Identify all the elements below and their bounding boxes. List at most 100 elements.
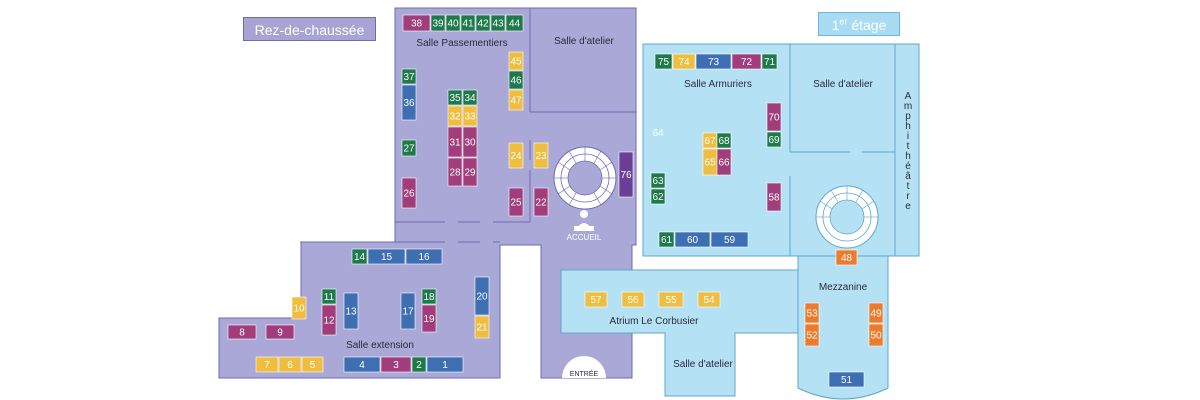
stand-63[interactable]: 63 <box>650 172 666 189</box>
stand-box[interactable] <box>695 53 732 70</box>
stand-box[interactable] <box>343 292 359 330</box>
stand-box[interactable] <box>868 323 884 347</box>
stand-36[interactable]: 36 <box>401 84 417 121</box>
stand-box[interactable] <box>447 157 463 187</box>
stand-box[interactable] <box>766 131 782 148</box>
stand-58[interactable]: 58 <box>766 182 782 212</box>
stand-73[interactable]: 73 <box>695 53 732 70</box>
stand-box[interactable] <box>490 14 506 32</box>
stand-box[interactable] <box>462 89 478 106</box>
stand-box[interactable] <box>658 231 675 248</box>
stand-6[interactable]: 6 <box>278 356 302 373</box>
stand-box[interactable] <box>321 288 337 305</box>
stand-25[interactable]: 25 <box>508 187 524 217</box>
stand-box[interactable] <box>265 324 295 340</box>
stand-20[interactable]: 20 <box>474 276 490 316</box>
stand-box[interactable] <box>654 53 673 70</box>
stand-box[interactable] <box>716 148 732 176</box>
stand-21[interactable]: 21 <box>474 315 490 339</box>
stand-16[interactable]: 16 <box>405 248 443 265</box>
stand-14[interactable]: 14 <box>351 248 368 265</box>
stand-59[interactable]: 59 <box>710 231 749 248</box>
stand-72[interactable]: 72 <box>731 53 762 70</box>
stand-box[interactable] <box>291 296 307 320</box>
stand-29[interactable]: 29 <box>462 157 478 187</box>
stand-66[interactable]: 66 <box>716 148 732 176</box>
stand-box[interactable] <box>828 371 865 388</box>
stand-70[interactable]: 70 <box>766 102 782 132</box>
stand-box[interactable] <box>618 151 634 198</box>
stand-46[interactable]: 46 <box>508 70 524 90</box>
stand-33[interactable]: 33 <box>462 105 478 127</box>
stand-48[interactable]: 48 <box>835 249 858 266</box>
stand-box[interactable] <box>658 291 684 308</box>
stand-box[interactable] <box>697 291 721 308</box>
stand-box[interactable] <box>533 187 549 217</box>
stand-box[interactable] <box>766 182 782 212</box>
stand-45[interactable]: 45 <box>508 51 524 71</box>
stand-box[interactable] <box>447 105 463 127</box>
stand-9[interactable]: 9 <box>265 324 295 340</box>
stand-box[interactable] <box>868 302 884 324</box>
stand-box[interactable] <box>508 187 524 217</box>
stand-15[interactable]: 15 <box>367 248 406 265</box>
stand-51[interactable]: 51 <box>828 371 865 388</box>
stand-37[interactable]: 37 <box>401 68 417 85</box>
stand-43[interactable]: 43 <box>490 14 506 32</box>
stand-49[interactable]: 49 <box>868 302 884 324</box>
stand-8[interactable]: 8 <box>227 324 257 340</box>
stand-box[interactable] <box>460 14 476 32</box>
stand-box[interactable] <box>462 157 478 187</box>
stand-61[interactable]: 61 <box>658 231 675 248</box>
stand-26[interactable]: 26 <box>401 177 417 209</box>
stand-52[interactable]: 52 <box>804 323 820 347</box>
stand-box[interactable] <box>621 291 645 308</box>
stand-box[interactable] <box>227 324 257 340</box>
stand-box[interactable] <box>278 356 302 373</box>
stand-box[interactable] <box>421 288 437 305</box>
stand-3[interactable]: 3 <box>380 356 412 373</box>
stand-box[interactable] <box>426 356 464 373</box>
stand-11[interactable]: 11 <box>321 288 337 305</box>
stand-box[interactable] <box>380 356 412 373</box>
stand-box[interactable] <box>710 231 749 248</box>
stand-22[interactable]: 22 <box>533 187 549 217</box>
stand-box[interactable] <box>351 248 368 265</box>
stand-2[interactable]: 2 <box>411 356 427 373</box>
stand-39[interactable]: 39 <box>430 14 446 32</box>
stand-53[interactable]: 53 <box>804 302 820 324</box>
stand-32[interactable]: 32 <box>447 105 463 127</box>
stand-box[interactable] <box>674 231 711 248</box>
stand-41[interactable]: 41 <box>460 14 476 32</box>
stand-box[interactable] <box>508 142 524 169</box>
stand-box[interactable] <box>343 356 381 373</box>
stand-box[interactable] <box>508 70 524 90</box>
stand-box[interactable] <box>804 323 820 347</box>
stand-box[interactable] <box>508 89 524 111</box>
stand-24[interactable]: 24 <box>508 142 524 169</box>
stand-box[interactable] <box>766 102 782 132</box>
stand-60[interactable]: 60 <box>674 231 711 248</box>
stand-box[interactable] <box>731 53 762 70</box>
stand-23[interactable]: 23 <box>533 142 549 169</box>
stand-box[interactable] <box>672 53 696 70</box>
stand-30[interactable]: 30 <box>462 126 478 158</box>
stand-box[interactable] <box>367 248 406 265</box>
stand-box[interactable] <box>401 68 417 85</box>
stand-65[interactable]: 65 <box>702 148 718 176</box>
stand-40[interactable]: 40 <box>445 14 461 32</box>
stand-box[interactable] <box>401 177 417 209</box>
stand-box[interactable] <box>255 356 279 373</box>
stand-12[interactable]: 12 <box>321 304 337 336</box>
stand-69[interactable]: 69 <box>766 131 782 148</box>
stand-box[interactable] <box>508 51 524 71</box>
stand-box[interactable] <box>445 14 461 32</box>
stand-75[interactable]: 75 <box>654 53 673 70</box>
stand-67[interactable]: 67 <box>702 132 718 149</box>
stand-17[interactable]: 17 <box>400 292 416 330</box>
stand-box[interactable] <box>401 139 417 157</box>
stand-13[interactable]: 13 <box>343 292 359 330</box>
stand-19[interactable]: 19 <box>421 304 437 333</box>
stand-5[interactable]: 5 <box>301 356 324 373</box>
stand-box[interactable] <box>474 315 490 339</box>
